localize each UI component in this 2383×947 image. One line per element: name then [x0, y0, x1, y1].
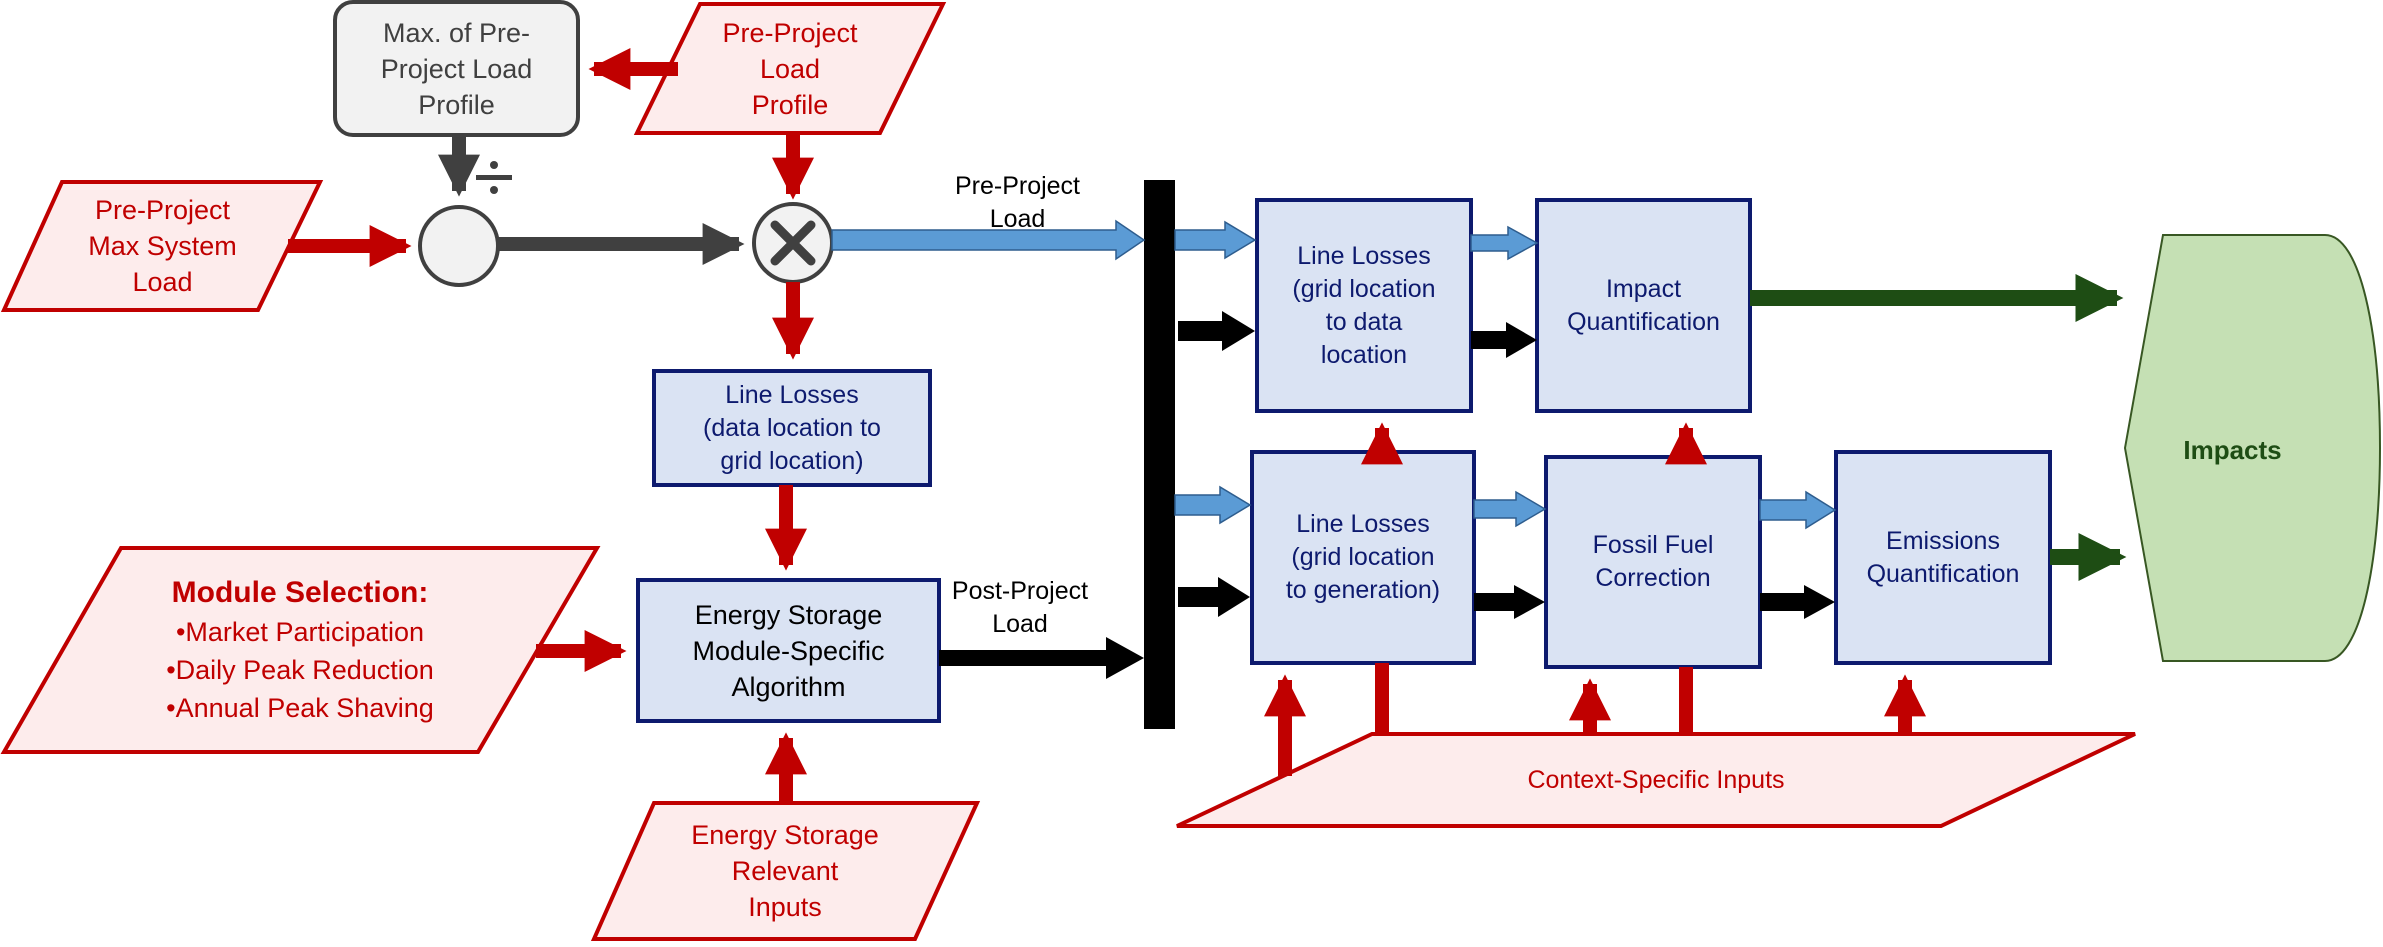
context-inputs-parallelogram	[1176, 732, 2136, 828]
arrow-pre-project-load	[831, 219, 1146, 261]
module-item: •Daily Peak Reduction	[166, 655, 434, 685]
arrow-fossil-to-emissions-blue	[1759, 490, 1837, 530]
module-selection-parallelogram	[0, 546, 601, 754]
pre-load-profile-label: Pre-Project Load Profile	[722, 17, 858, 120]
arrow-bus-to-llgrid-black	[1178, 311, 1255, 351]
arrow-llgrid-to-impact-blue	[1470, 225, 1539, 261]
arrow-bus-to-llgen-black	[1178, 577, 1250, 617]
emissions-quant-label: Emissions Quantification	[1866, 526, 2020, 588]
module-item: •Market Participation	[175, 617, 425, 647]
arrow-llgen-to-fossil-blue	[1473, 490, 1547, 528]
arrow-post-project-load	[939, 637, 1144, 679]
arrow-llgrid-to-impact-black	[1471, 322, 1537, 358]
arrow-llgen-to-fossil-black	[1474, 585, 1545, 619]
impacts-label: Impacts	[2183, 434, 2282, 465]
line-losses-grid-data-label: Line Losses (grid location to data locat…	[1292, 241, 1436, 369]
module-selection-title: Module Selection:	[171, 576, 429, 609]
storage-inputs-label: Energy Storage Relevant Inputs	[691, 820, 879, 922]
divide-sign	[476, 161, 512, 194]
module-item: •Annual Peak Shaving	[166, 693, 434, 723]
impact-quant-box	[1535, 198, 1752, 413]
bus-bar	[1144, 180, 1175, 729]
pre-load-profile-parallelogram	[633, 2, 947, 135]
context-inputs-label: Context-Specific Inputs	[1527, 765, 1785, 794]
module-selection-label: Module Selection: •Market Participation …	[60, 560, 540, 740]
pre-max-system-parallelogram	[0, 180, 324, 312]
storage-algorithm-label: Energy Storage Module-Specific Algorithm	[692, 599, 885, 702]
storage-inputs-parallelogram	[590, 801, 981, 941]
multiply-sign	[770, 220, 816, 266]
pre-max-system-label: Pre-Project Max System Load	[88, 195, 237, 297]
arrow-bus-to-llgrid-blue	[1174, 220, 1257, 260]
arrow-bus-to-llgen-blue	[1174, 485, 1252, 525]
pre-project-load-label: Pre-Project Load	[954, 172, 1081, 233]
line-losses-data-grid-label: Line Losses (data location to grid locat…	[703, 380, 881, 475]
impact-quant-label: Impact Quantification	[1567, 274, 1720, 336]
fossil-fuel-box	[1544, 455, 1762, 669]
line-losses-data-grid-box	[652, 369, 932, 487]
arrow-fossil-to-emissions-black	[1760, 585, 1835, 619]
impacts-shape	[2123, 234, 2382, 662]
fossil-fuel-label: Fossil Fuel Correction	[1592, 531, 1714, 592]
line-losses-grid-data-box	[1255, 198, 1473, 413]
divide-node	[418, 205, 500, 287]
max-pre-load-label: Max. of Pre- Project Load Profile	[380, 17, 533, 120]
line-losses-grid-gen-box	[1250, 450, 1476, 665]
post-project-load-label: Post-Project Load	[951, 577, 1089, 638]
line-losses-grid-gen-label: Line Losses (grid location to generation…	[1285, 510, 1441, 604]
